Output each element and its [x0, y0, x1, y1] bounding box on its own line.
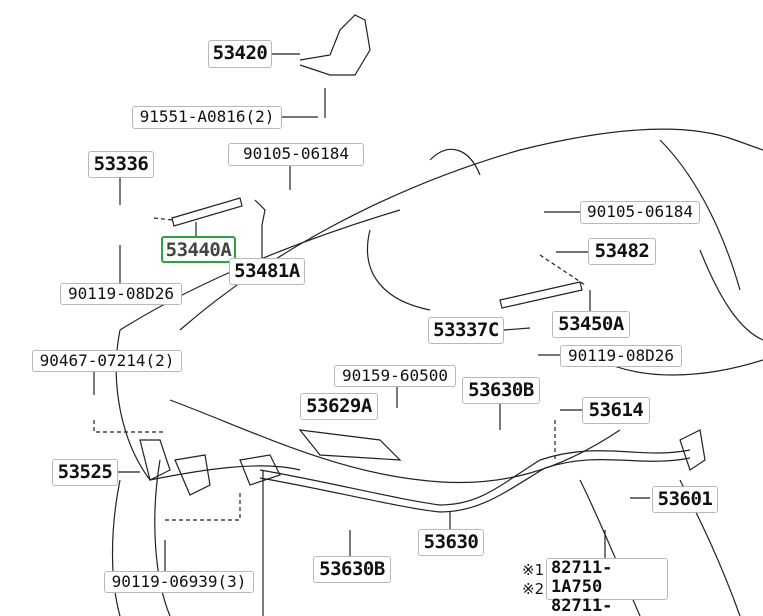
part-label-53420[interactable]: 53420: [208, 40, 272, 68]
note-mark-1: ※1: [522, 561, 545, 579]
part-label-53630b-top[interactable]: 53630B: [462, 377, 540, 404]
part-label-53337c[interactable]: 53337C: [428, 317, 504, 344]
part-label-90119-08d26-left[interactable]: 90119-08D26: [60, 283, 182, 305]
part-label-53336[interactable]: 53336: [88, 151, 154, 178]
part-label-53601[interactable]: 53601: [652, 486, 718, 513]
part-label-53482[interactable]: 53482: [588, 238, 656, 265]
part-label-82711-group: 82711-1A750 82711-1E340: [546, 558, 668, 616]
part-label-53630b-bottom[interactable]: 53630B: [313, 556, 391, 583]
part-label-90159-60500[interactable]: 90159-60500: [334, 365, 456, 387]
part-label-90119-08d26-right[interactable]: 90119-08D26: [560, 345, 682, 367]
part-label-53525[interactable]: 53525: [52, 459, 118, 486]
part-label-53629a[interactable]: 53629A: [300, 393, 378, 420]
part-label-90105-06184-right[interactable]: 90105-06184: [580, 201, 700, 224]
part-label-53630[interactable]: 53630: [418, 529, 484, 556]
part-label-90119-06939[interactable]: 90119-06939(3): [104, 571, 254, 593]
part-label-53614[interactable]: 53614: [582, 397, 650, 424]
part-label-82711-1a750[interactable]: 82711-1A750: [551, 558, 613, 597]
part-label-90105-06184-left[interactable]: 90105-06184: [228, 143, 364, 166]
part-label-82711-1e340[interactable]: 82711-1E340: [551, 596, 613, 616]
part-label-53440a-selected[interactable]: 53440A: [161, 236, 236, 263]
note-mark-2: ※2: [522, 580, 545, 598]
part-label-53481a[interactable]: 53481A: [229, 258, 305, 285]
part-label-53450a[interactable]: 53450A: [552, 311, 630, 338]
part-label-90467-07214[interactable]: 90467-07214(2): [32, 350, 182, 372]
part-label-91551-a0816[interactable]: 91551-A0816(2): [132, 106, 282, 129]
